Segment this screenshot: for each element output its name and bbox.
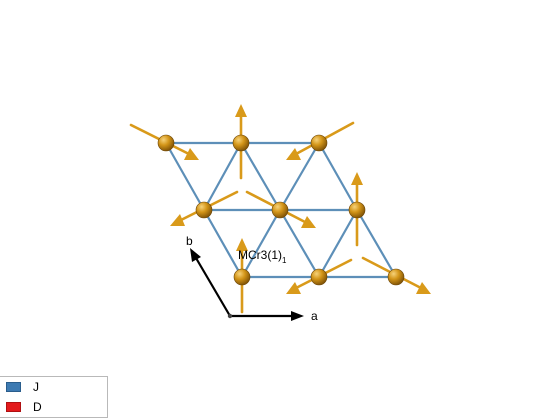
bond — [355, 208, 398, 279]
atom — [310, 134, 328, 152]
legend-label-d: D — [33, 400, 42, 414]
bond — [202, 208, 244, 279]
atom — [310, 268, 328, 286]
legend-item-j[interactable]: J — [6, 380, 39, 394]
bond — [202, 141, 243, 212]
lattice-axes — [190, 248, 304, 321]
bond — [317, 208, 359, 279]
axis-b-arrow — [190, 248, 231, 317]
atom — [348, 201, 366, 219]
legend-item-d[interactable]: D — [6, 400, 42, 414]
atoms — [157, 134, 405, 286]
axis-a-arrow — [230, 311, 304, 321]
axis-b-label: b — [186, 234, 193, 248]
atom-label: MCr3(1)1 — [238, 248, 287, 265]
bond — [278, 141, 321, 212]
bond — [278, 208, 321, 279]
bond-network — [164, 141, 398, 279]
atom — [233, 268, 251, 286]
axis-a-label: a — [311, 309, 318, 323]
bond — [239, 141, 282, 212]
bond — [240, 208, 282, 279]
axis-origin — [227, 313, 233, 319]
atom — [195, 201, 213, 219]
bond-legend: J D — [0, 376, 108, 418]
legend-label-j: J — [33, 380, 39, 394]
atom-label-subscript: 1 — [282, 256, 287, 265]
legend-swatch-d — [6, 402, 21, 412]
atom — [271, 201, 289, 219]
atom — [157, 134, 175, 152]
bond — [164, 141, 206, 212]
bond — [317, 141, 359, 212]
legend-swatch-j — [6, 382, 21, 392]
atom — [387, 268, 405, 286]
atom — [232, 134, 250, 152]
